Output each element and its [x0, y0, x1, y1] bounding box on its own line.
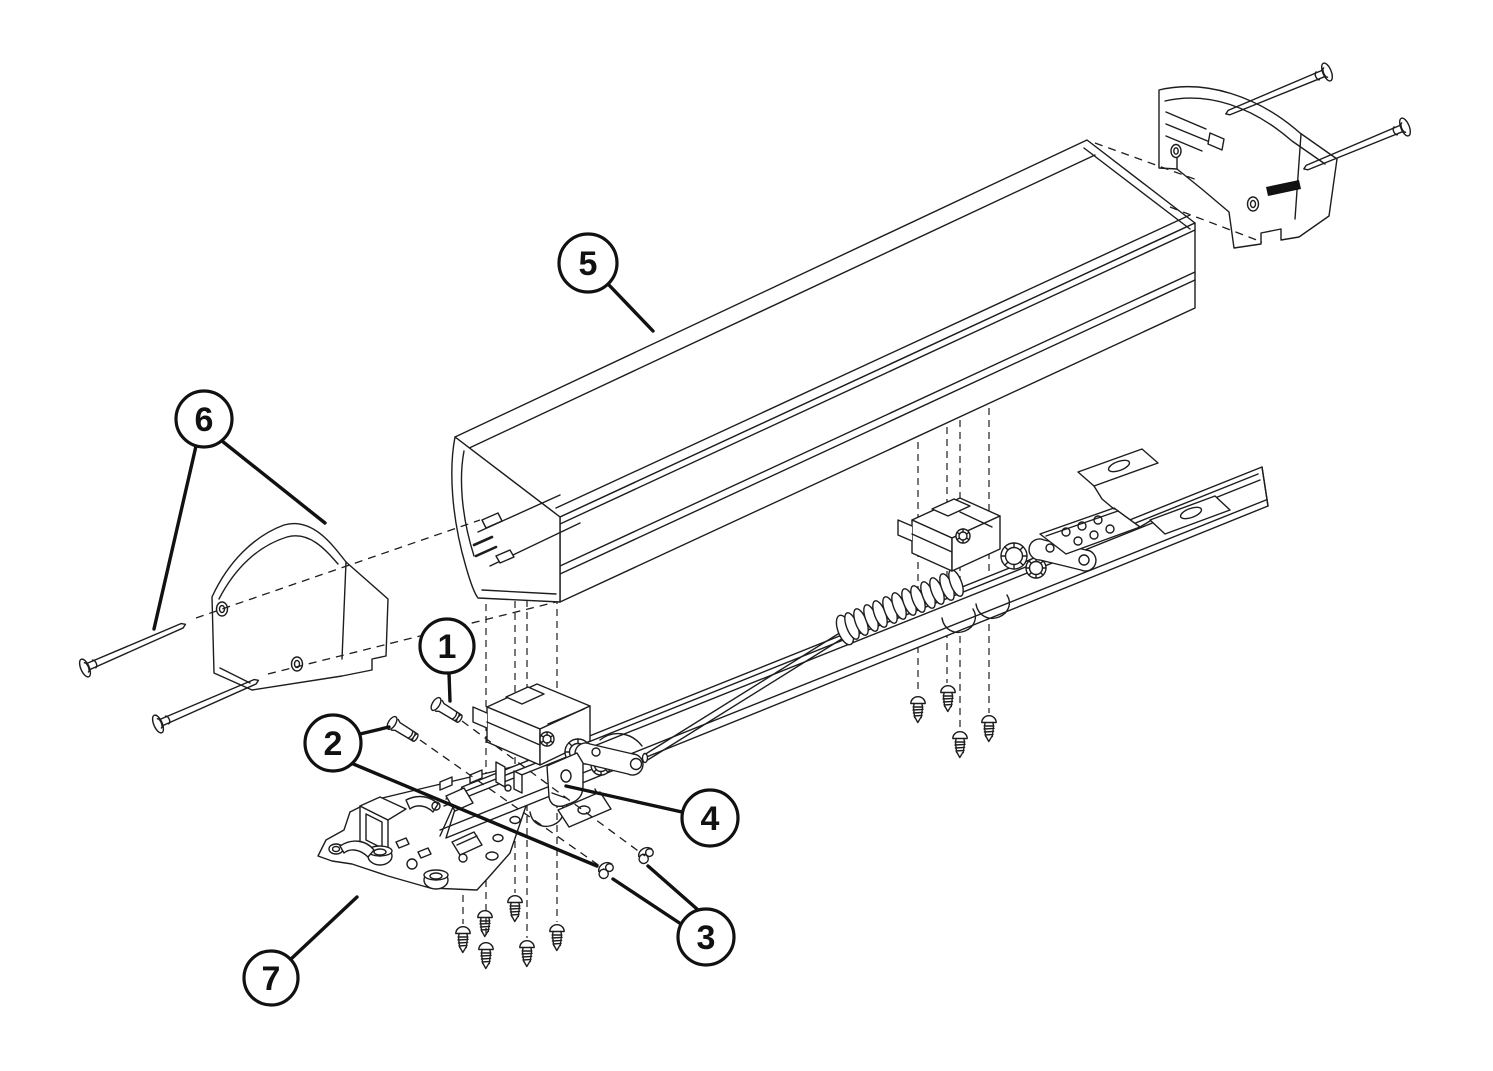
compression-spring [835, 569, 964, 646]
clevis-pin [384, 714, 422, 746]
callout-leader-line [220, 439, 327, 525]
e-clip [595, 860, 617, 881]
roller [1000, 542, 1028, 570]
callout-3: 3 [611, 864, 736, 967]
e-clip [635, 845, 657, 866]
callout-circle [242, 949, 300, 1007]
knurled-bolt [955, 528, 971, 544]
callout-leader-line [606, 282, 655, 333]
callout-number: 1 [438, 628, 457, 666]
callout-circle [174, 389, 234, 449]
callout-4: 4 [564, 784, 740, 848]
link-bracket [546, 752, 584, 807]
callout-5: 5 [557, 232, 655, 333]
callout-leader-line [152, 444, 198, 631]
mounting-bracket [1077, 448, 1231, 535]
callout-circle [418, 617, 476, 675]
callout-leader-line [289, 895, 359, 961]
callout-circle [676, 907, 736, 967]
callout-circle [680, 788, 740, 848]
callout-circle [303, 713, 363, 773]
callout-number: 6 [195, 401, 214, 439]
actuator-rod [641, 628, 849, 764]
callout-circle [557, 232, 619, 294]
cap-screw [76, 614, 190, 680]
callout-number: 5 [579, 245, 598, 283]
callout-leader-line [358, 725, 391, 736]
callout-7: 7 [242, 895, 359, 1007]
callout-1: 1 [418, 617, 476, 703]
end-cap-left [211, 522, 389, 691]
callout-number: 3 [697, 919, 716, 957]
callout-number: 7 [262, 960, 281, 998]
product-label [1266, 180, 1301, 196]
callout-leader-line [646, 864, 699, 911]
rail-guide-plate [557, 791, 612, 828]
callout-leader-line [349, 761, 599, 868]
callout-6: 6 [152, 389, 327, 631]
callout-layer: 1 2 3 4 5 6 7 [152, 232, 740, 1007]
callout-leader-line [564, 784, 684, 814]
callout-number: 4 [701, 800, 720, 838]
callout-number: 2 [324, 725, 343, 763]
callout-leader-line [447, 671, 452, 703]
callout-2: 2 [303, 713, 599, 868]
alignment-guides [195, 142, 1263, 870]
clevis-pin [428, 695, 466, 727]
carriage-right [897, 497, 1141, 579]
callout-leader-line [611, 877, 683, 926]
end-cap-right [1158, 86, 1338, 249]
carriage-center [472, 683, 644, 794]
cover-profile [451, 139, 1196, 603]
knurled-bolt [539, 731, 555, 747]
